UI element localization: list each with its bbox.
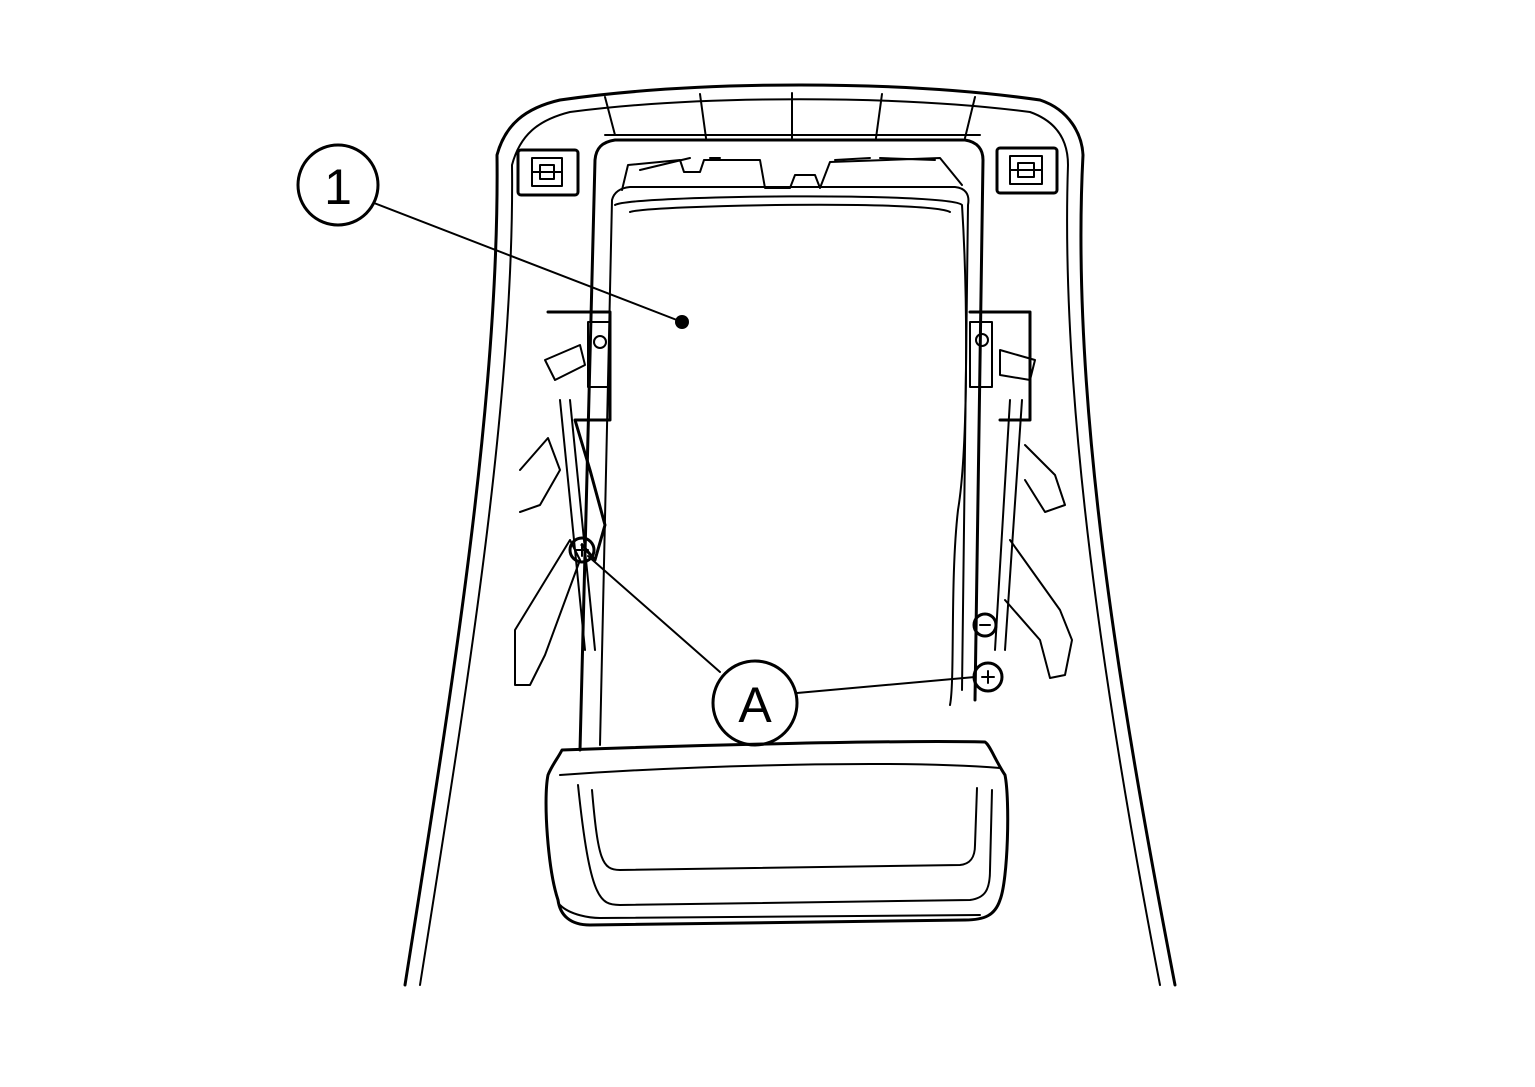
screw-right-lower <box>972 661 1004 693</box>
bottom-duct <box>544 740 1010 927</box>
callout-a-label: A <box>738 677 772 733</box>
left-top-clip <box>516 148 580 197</box>
callout-a: A <box>711 659 799 747</box>
filter-housing <box>578 138 985 752</box>
callout-1-label: 1 <box>324 159 352 215</box>
screw-right-upper <box>972 612 998 638</box>
right-bracket <box>968 310 1073 679</box>
left-bracket <box>514 310 612 686</box>
right-top-clip <box>995 146 1059 195</box>
leader-lines <box>373 202 976 694</box>
callout-1: 1 <box>296 143 380 227</box>
screw-left <box>568 536 596 564</box>
outer-housing <box>403 83 1177 987</box>
